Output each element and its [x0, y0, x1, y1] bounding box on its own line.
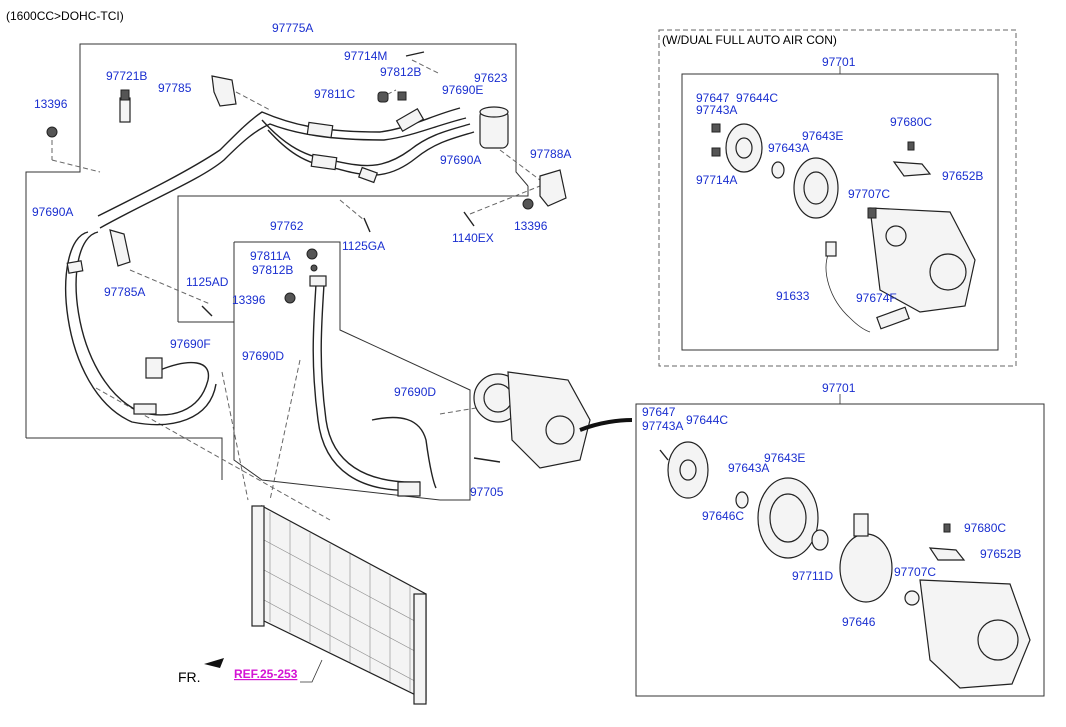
- box-label-97743A: 97743A: [642, 419, 683, 433]
- part-label-97705: 97705: [470, 485, 504, 499]
- inset-label-97643E: 97643E: [802, 129, 843, 143]
- box-label-97647: 97647: [642, 405, 676, 419]
- part-label-1125GA: 1125GA: [342, 239, 385, 253]
- box-label-97644C: 97644C: [686, 413, 728, 427]
- part-label-97721B: 97721B: [106, 69, 147, 83]
- receiver-drier-97623: [479, 106, 509, 149]
- part-label-97690A-right: 97690A: [440, 153, 481, 167]
- engine-variant-note: (1600CC>DOHC-TCI): [6, 9, 124, 23]
- inset-compressor: [869, 207, 976, 313]
- part-label-97762: 97762: [270, 219, 304, 233]
- dual-auto-inset-frame: [658, 29, 1017, 367]
- part-label-97690A-left: 97690A: [32, 205, 73, 219]
- liquid-pipe-box: [233, 241, 471, 501]
- part-label-97812B-mid: 97812B: [252, 263, 293, 277]
- condenser: [251, 504, 427, 705]
- part-label-97690D-left: 97690D: [242, 349, 284, 363]
- suction-hose-box: [177, 186, 529, 323]
- box-label-97646: 97646: [842, 615, 876, 629]
- pressure-sensor: [119, 89, 131, 123]
- bracket-97785A: [109, 229, 131, 267]
- part-label-97775A: 97775A: [272, 21, 313, 35]
- inset-label-97680C: 97680C: [890, 115, 932, 129]
- inset-label-97652B: 97652B: [942, 169, 983, 183]
- part-label-97690F: 97690F: [170, 337, 211, 351]
- part-label-97785A: 97785A: [104, 285, 145, 299]
- inset-label-97644C: 97644C: [736, 91, 778, 105]
- inset-title: (W/DUAL FULL AUTO AIR CON): [662, 33, 837, 47]
- inset-label-97714A: 97714A: [696, 173, 737, 187]
- inset-label-91633: 91633: [776, 289, 810, 303]
- part-label-13396-b: 13396: [514, 219, 548, 233]
- box-label-97707C: 97707C: [894, 565, 936, 579]
- part-label-13396-c: 13396: [232, 293, 266, 307]
- box-label-97652B: 97652B: [980, 547, 1021, 561]
- suction-hose: [97, 107, 475, 229]
- bracket-97788A: [539, 169, 567, 207]
- box-label-97643E: 97643E: [764, 451, 805, 465]
- box-label-97711D: 97711D: [792, 569, 833, 583]
- part-label-97811A: 97811A: [250, 249, 290, 263]
- compressor-part-labels: 97701 97647 97743A 97644C 97643E 97643A …: [642, 381, 1021, 629]
- clutch-parts-lower: [659, 441, 1031, 689]
- inset-label-97701: 97701: [822, 55, 856, 69]
- liquid-pipe: [309, 275, 437, 497]
- box-label-97643A: 97643A: [728, 461, 769, 475]
- part-label-97788A: 97788A: [530, 147, 571, 161]
- inset-label-97743A: 97743A: [696, 103, 737, 117]
- part-label-97812B: 97812B: [380, 65, 421, 79]
- hose-bracket-97785: [211, 75, 237, 107]
- part-label-97811C: 97811C: [314, 87, 355, 101]
- part-label-97785: 97785: [158, 81, 192, 95]
- main-part-labels: 97775A 97714M 97812B 97623 97721B 97785 …: [32, 21, 571, 499]
- part-label-97690D-right: 97690D: [394, 385, 436, 399]
- front-arrow-icon: [204, 658, 224, 668]
- box-label-97646C: 97646C: [702, 509, 744, 523]
- part-label-1140EX: 1140EX: [452, 231, 494, 245]
- box-label-97680C: 97680C: [964, 521, 1006, 535]
- part-label-1125AD: 1125AD: [186, 275, 229, 289]
- inset-label-97643A: 97643A: [768, 141, 809, 155]
- discharge-hose: [65, 231, 217, 426]
- inset-label-97707C: 97707C: [848, 187, 890, 201]
- part-label-97623: 97623: [474, 71, 508, 85]
- inset-clutch-parts: [711, 123, 932, 333]
- main-compressor: [473, 371, 633, 469]
- inset-label-97674F: 97674F: [856, 291, 897, 305]
- reference-link[interactable]: REF.25-253: [234, 667, 298, 681]
- box-label-97701: 97701: [822, 381, 856, 395]
- inset-label-97647: 97647: [696, 91, 730, 105]
- discharge-hose-box: [25, 43, 529, 480]
- part-label-13396: 13396: [34, 97, 68, 111]
- part-label-97714M: 97714M: [344, 49, 387, 63]
- part-label-97690E: 97690E: [442, 83, 483, 97]
- bolts-and-nuts: [46, 51, 534, 317]
- front-direction-label: FR.: [178, 669, 201, 685]
- inset-part-labels: 97701 97647 97644C 97743A 97643E 97680C …: [696, 55, 983, 305]
